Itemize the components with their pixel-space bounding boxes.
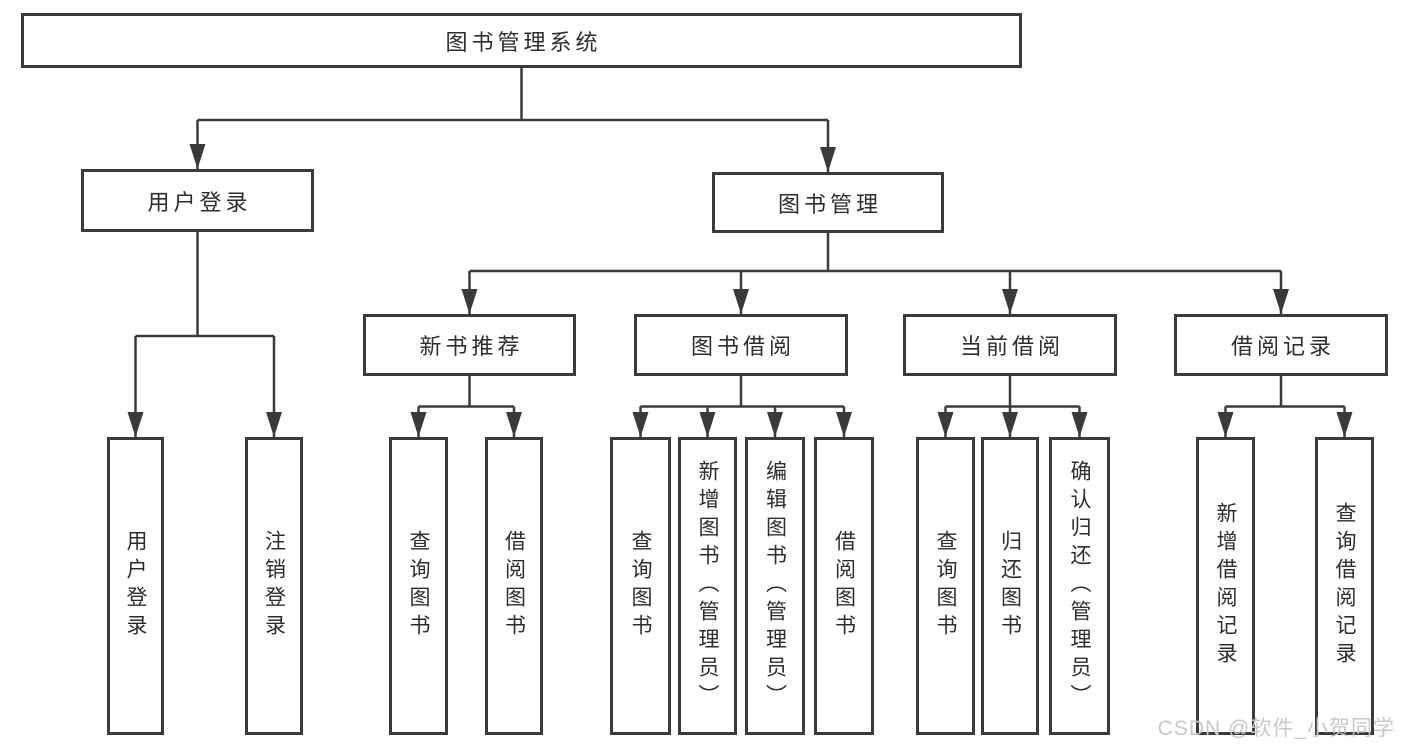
node-leaf-bb-add-books-admin: 新增图书（管理员）	[678, 437, 737, 735]
connector-book-borrow-children	[632, 376, 852, 437]
node-label: 借阅图书	[832, 530, 856, 642]
node-new-book-recommend: 新书推荐	[363, 314, 576, 376]
node-label: 图书管理	[777, 191, 882, 217]
node-leaf-cb-confirm-return-admin: 确认归还（管理员）	[1049, 437, 1110, 735]
node-label: 图书管理系统	[445, 29, 602, 55]
node-leaf-logout: 注销登录	[245, 437, 303, 735]
node-label: 查询图书	[934, 530, 957, 642]
node-borrowing-records: 借阅记录	[1174, 314, 1388, 376]
node-book-management: 图书管理	[712, 172, 944, 233]
node-label: 图书借阅	[690, 334, 795, 359]
node-label: 新书推荐	[419, 334, 524, 359]
node-label: 注销登录	[262, 530, 286, 642]
csdn-watermark: CSDN @软件_小贺同学	[1157, 717, 1395, 740]
node-label: 借阅记录	[1230, 334, 1335, 359]
node-leaf-cb-return-books: 归还图书	[981, 437, 1039, 735]
node-label: 借阅图书	[502, 530, 526, 642]
node-label: 用户登录	[124, 530, 147, 642]
node-label: 归还图书	[998, 530, 1022, 642]
node-leaf-nb-query-books: 查询图书	[389, 437, 448, 735]
connector-current-borrow-children	[937, 376, 1088, 437]
node-label: 新增借阅记录	[1214, 502, 1237, 670]
node-label: 查询图书	[407, 530, 430, 642]
node-leaf-bb-borrow-books: 借阅图书	[814, 437, 874, 735]
node-current-borrowing: 当前借阅	[903, 314, 1117, 376]
node-leaf-user-login: 用户登录	[107, 437, 164, 735]
node-leaf-bb-query-books: 查询图书	[610, 437, 671, 735]
node-label: 查询借阅记录	[1333, 502, 1356, 670]
node-label: 编辑图书（管理员）	[763, 460, 787, 712]
node-leaf-br-query-record: 查询借阅记录	[1315, 437, 1374, 735]
node-library-system: 图书管理系统	[21, 13, 1022, 68]
connector-book-mgmt-children	[461, 233, 1289, 314]
node-leaf-nb-borrow-books: 借阅图书	[485, 437, 543, 735]
connector-root-to-level2	[189, 68, 836, 172]
node-label: 确认归还（管理员）	[1068, 460, 1091, 712]
node-label: 当前借阅	[959, 334, 1064, 359]
connector-new-books-children	[410, 376, 522, 437]
node-book-borrowing: 图书借阅	[634, 314, 848, 376]
node-user-login: 用户登录	[81, 169, 314, 232]
node-leaf-br-add-record: 新增借阅记录	[1196, 437, 1255, 735]
node-label: 查询图书	[629, 530, 652, 642]
connector-borrow-records-children	[1217, 376, 1353, 437]
node-label: 用户登录	[147, 189, 252, 215]
node-label: 新增图书（管理员）	[696, 460, 719, 712]
connector-user-login-children	[127, 232, 282, 437]
node-leaf-bb-edit-books-admin: 编辑图书（管理员）	[745, 437, 805, 735]
node-leaf-cb-query-books: 查询图书	[916, 437, 975, 735]
